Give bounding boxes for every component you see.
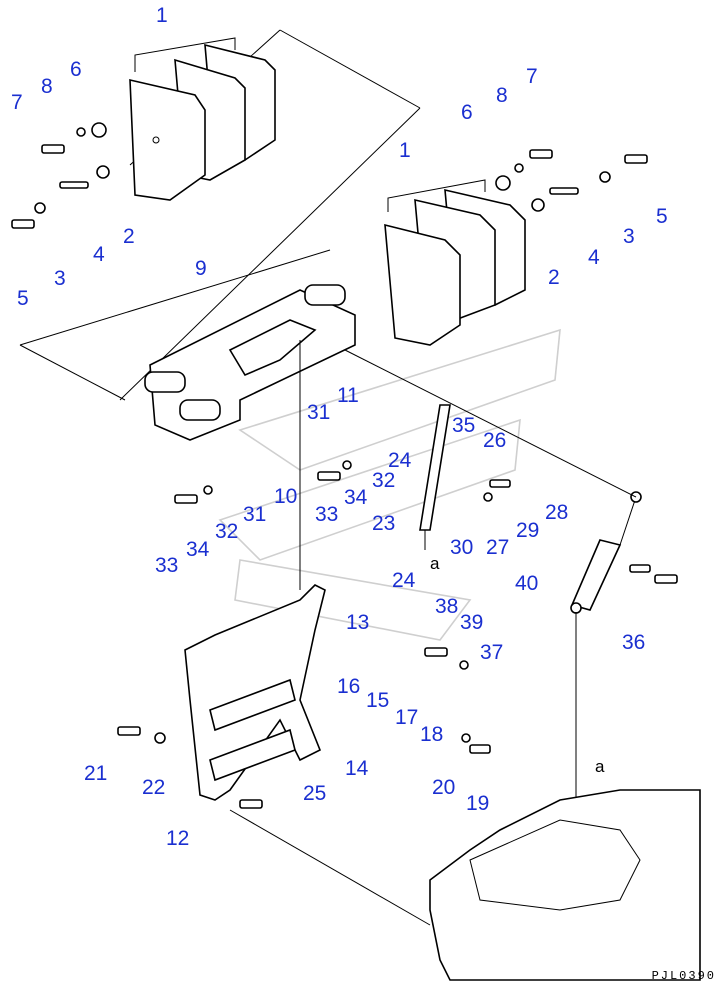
axle-housing bbox=[229, 789, 701, 981]
callout-27: 27 bbox=[486, 536, 510, 559]
callout-37: 37 bbox=[480, 641, 504, 664]
callout-25: 25 bbox=[303, 782, 327, 805]
callout-32b: 32 bbox=[215, 520, 239, 543]
callout-7b: 7 bbox=[526, 65, 538, 88]
callout-1b: 1 bbox=[399, 139, 411, 162]
callout-12: 12 bbox=[166, 827, 190, 850]
brake-cylinder bbox=[344, 349, 642, 800]
callout-34b: 34 bbox=[186, 538, 210, 561]
callout-2b: 2 bbox=[548, 266, 560, 289]
callout-5: 5 bbox=[17, 287, 29, 310]
watermark-logo bbox=[218, 328, 561, 641]
callout-33b: 33 bbox=[155, 554, 179, 577]
link-rod bbox=[419, 404, 451, 550]
callout-23: 23 bbox=[372, 512, 396, 535]
callout-20: 20 bbox=[432, 776, 456, 799]
callout-16: 16 bbox=[337, 675, 361, 698]
callout-31: 31 bbox=[307, 401, 331, 424]
callout-9: 9 bbox=[195, 257, 207, 280]
callout-36: 36 bbox=[622, 631, 646, 654]
brake-pad-set-left bbox=[119, 29, 421, 401]
callout-3b: 3 bbox=[623, 225, 635, 248]
callout-22: 22 bbox=[142, 776, 166, 799]
callout-19: 19 bbox=[466, 792, 490, 815]
view-letter-a-upper: a bbox=[430, 554, 440, 573]
callout-3: 3 bbox=[54, 267, 66, 290]
drawing-code: PJL0390 bbox=[651, 969, 716, 983]
callout-40: 40 bbox=[515, 572, 539, 595]
callout-26: 26 bbox=[483, 429, 507, 452]
callout-1: 1 bbox=[156, 4, 168, 27]
fasteners bbox=[11, 122, 678, 809]
callout-32: 32 bbox=[372, 469, 396, 492]
callout-14: 14 bbox=[345, 757, 369, 780]
callout-24: 24 bbox=[388, 449, 412, 472]
callout-24b: 24 bbox=[392, 569, 416, 592]
callout-18: 18 bbox=[420, 723, 444, 746]
view-letter-a-lower: a bbox=[595, 757, 605, 776]
callout-2: 2 bbox=[123, 225, 135, 248]
callout-33: 33 bbox=[315, 503, 339, 526]
brake-pad-set-right bbox=[384, 179, 526, 346]
callout-10: 10 bbox=[274, 485, 298, 508]
callout-35: 35 bbox=[452, 414, 476, 437]
callout-29: 29 bbox=[516, 519, 540, 542]
callout-4b: 4 bbox=[588, 246, 600, 269]
callout-39: 39 bbox=[460, 611, 484, 634]
callout-8: 8 bbox=[41, 75, 53, 98]
callout-30: 30 bbox=[450, 536, 474, 559]
callout-28: 28 bbox=[545, 501, 569, 524]
callout-11: 11 bbox=[337, 384, 359, 407]
callout-5b: 5 bbox=[656, 205, 668, 228]
caliper-bracket bbox=[19, 249, 356, 441]
callout-7: 7 bbox=[11, 91, 23, 114]
callout-38: 38 bbox=[435, 595, 459, 618]
callout-6: 6 bbox=[70, 58, 82, 81]
callout-6b: 6 bbox=[461, 101, 473, 124]
callout-13: 13 bbox=[346, 611, 370, 634]
callout-17: 17 bbox=[395, 706, 419, 729]
callout-4: 4 bbox=[93, 243, 105, 266]
lever-arm bbox=[184, 340, 326, 801]
callout-8b: 8 bbox=[496, 84, 508, 107]
callout-15: 15 bbox=[366, 689, 390, 712]
callout-31b: 31 bbox=[243, 503, 267, 526]
callout-21: 21 bbox=[84, 762, 108, 785]
callout-34: 34 bbox=[344, 486, 368, 509]
